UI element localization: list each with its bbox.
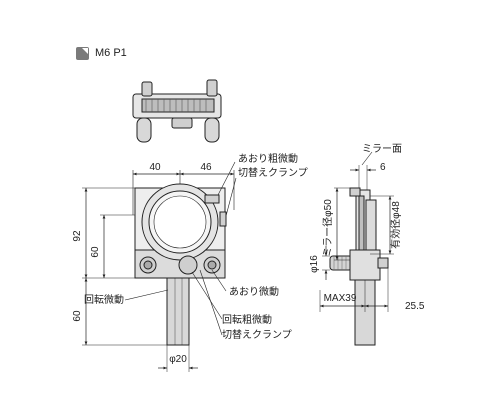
label-mirror-face: ミラー面	[362, 143, 402, 155]
tilt-knob	[204, 194, 220, 204]
dim-6: 6	[380, 162, 386, 173]
side-knob	[329, 255, 353, 271]
thread-spec-label: M6 P1	[95, 47, 127, 59]
top-view	[132, 79, 222, 143]
dim-max39: MAX39	[324, 293, 357, 304]
label-tilt-fine: あおり微動	[229, 285, 279, 298]
dim-40: 40	[149, 162, 161, 173]
header: M6 P1	[76, 45, 127, 61]
bottom-knob-right	[204, 117, 220, 143]
top-knob-left	[141, 81, 153, 97]
dim-post-dia: φ20	[169, 354, 187, 365]
center-screw	[171, 117, 193, 129]
label-rot-fine: 回転微動	[84, 293, 124, 306]
dim-mirror-dia: ミラー径φ50	[321, 199, 334, 257]
screw-center	[178, 255, 198, 275]
label-switch-clamp-bottom: 切替えクランプ	[222, 328, 292, 341]
label-switch-clamp-top: 切替えクランプ	[238, 166, 308, 179]
side-mirror	[358, 195, 365, 255]
top-view-mirror	[141, 98, 215, 113]
dim-60-inner: 60	[90, 246, 101, 258]
thread-spec-icon	[76, 46, 89, 60]
label-rot-coarse: 回転粗微動	[222, 313, 272, 326]
post	[166, 277, 190, 346]
bottom-knob-left	[136, 117, 152, 143]
front-view	[82, 161, 237, 372]
top-knob-right	[206, 79, 218, 97]
side-labels: ミラー面 6 ミラー径φ50 有効径φ48 φ16 MAX39 25.5	[309, 143, 425, 312]
front-dimensions: 40 46 92 60 60 φ20	[72, 162, 212, 365]
dim-effective-dia: 有効径φ48	[389, 201, 402, 249]
dim-60-post: 60	[72, 310, 83, 322]
dim-92: 92	[72, 230, 83, 242]
dim-46: 46	[200, 162, 212, 173]
dim-25-5: 25.5	[405, 301, 425, 312]
dim-phi16: φ16	[309, 255, 320, 273]
side-view	[319, 151, 394, 346]
label-tilt-coarse: あおり粗微動	[238, 152, 298, 165]
front-labels: あおり粗微動 切替えクランプ あおり微動 回転微動 回転粗微動 切替えクランプ	[84, 152, 308, 341]
